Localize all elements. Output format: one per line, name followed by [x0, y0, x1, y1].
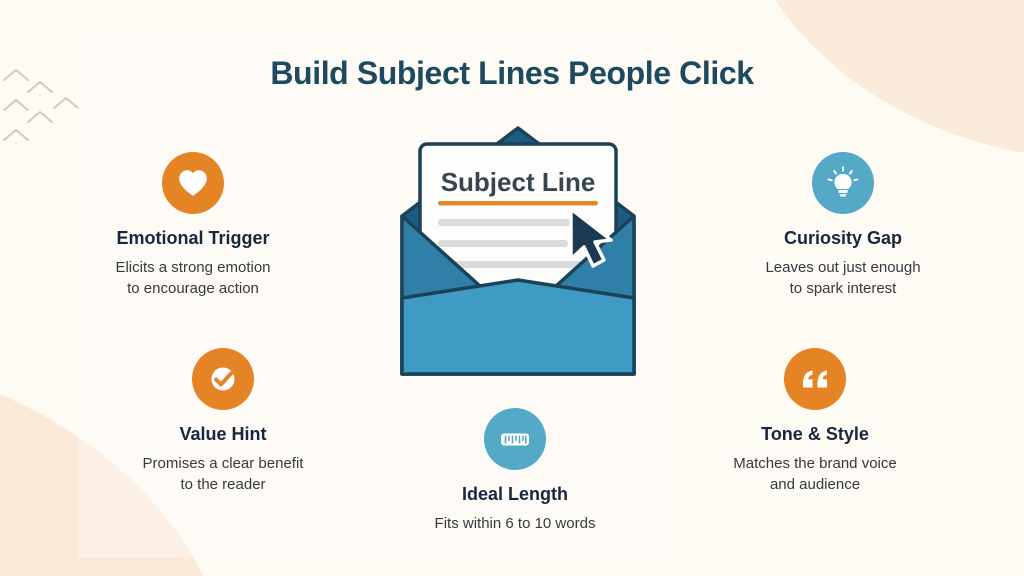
placeholder-line: [438, 240, 568, 247]
letter-heading-text: Subject Line: [441, 167, 596, 197]
feature-emotional-trigger: Emotional Trigger Elicits a strong emoti…: [78, 152, 308, 299]
feature-curiosity-gap: Curiosity Gap Leaves out just enough to …: [728, 152, 958, 299]
feature-icon-badge: [192, 348, 254, 410]
ruler-icon: [501, 433, 529, 446]
feature-title: Tone & Style: [761, 424, 869, 444]
feature-value-hint: Value Hint Promises a clear benefit to t…: [108, 348, 338, 495]
feature-description: Leaves out just enough to spark interest: [765, 259, 921, 297]
quote-icon: [803, 370, 827, 388]
feature-icon-badge: [784, 348, 846, 410]
mouse-pointer-icon: [569, 207, 613, 268]
chevron-pattern-icon: [3, 69, 79, 141]
check-circle-icon: [207, 363, 239, 395]
feature-title: Curiosity Gap: [783, 228, 903, 248]
feature-description: Elicits a strong emotion to encourage ac…: [115, 259, 271, 297]
feature-description: Promises a clear benefit to the reader: [142, 455, 304, 493]
envelope-illustration: Subject Line: [378, 112, 658, 387]
feature-description: Fits within 6 to 10 words: [434, 515, 596, 532]
feature-description: Matches the brand voice and audience: [733, 455, 897, 493]
placeholder-line: [438, 261, 590, 268]
feature-tone-and-style: Tone & Style Matches the brand voice and…: [700, 348, 930, 495]
feature-ideal-length: Ideal Length Fits within 6 to 10 words: [400, 408, 630, 535]
heading-underline: [438, 201, 598, 206]
heart-icon: [179, 170, 207, 196]
page-title: Build Subject Lines People Click: [270, 55, 754, 91]
feature-icon-badge: [162, 152, 224, 214]
feature-icon-badge: [484, 408, 546, 470]
feature-title: Ideal Length: [461, 484, 568, 504]
lightbulb-icon: [827, 166, 859, 197]
feature-title: Emotional Trigger: [116, 228, 270, 248]
letter-sheet: Subject Line: [418, 142, 618, 314]
feature-icon-badge: [812, 152, 874, 214]
placeholder-line: [438, 219, 590, 226]
feature-title: Value Hint: [179, 424, 267, 444]
envelope-front-lower: [400, 278, 636, 376]
